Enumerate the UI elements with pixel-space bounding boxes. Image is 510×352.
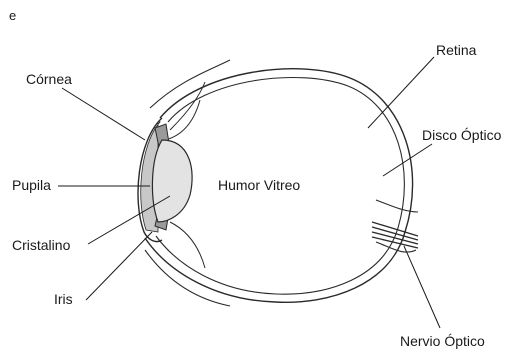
label-iris: Iris: [54, 291, 73, 307]
label-cristalino: Cristalino: [12, 237, 71, 253]
label-retina: Retina: [436, 42, 477, 58]
leader-retina: [368, 57, 434, 128]
leader-cornea: [62, 88, 145, 140]
label-disco-optico: Disco Óptico: [422, 127, 502, 143]
upper-contour: [150, 60, 230, 108]
leader-nervio: [404, 246, 440, 328]
label-cornea: Córnea: [26, 71, 72, 87]
lower-ciliary: [170, 222, 205, 268]
label-humor-vitreo: Humor Vitreo: [218, 177, 300, 193]
leader-iris: [86, 232, 152, 300]
corner-letter: e: [9, 8, 16, 23]
lens: [152, 140, 192, 222]
label-pupila: Pupila: [12, 177, 51, 193]
label-nervio-optico: Nervio Óptico: [400, 333, 485, 349]
leader-disco: [383, 144, 432, 176]
optic-nerve-lower: [376, 242, 416, 252]
